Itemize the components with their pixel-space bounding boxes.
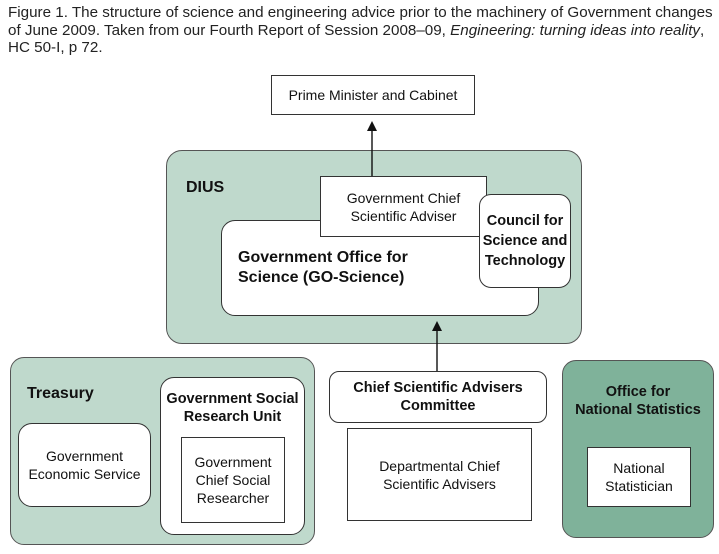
gsru-label: Government Social Research Unit <box>160 390 305 426</box>
dius-label: DIUS <box>186 179 225 196</box>
gcsr-line1: Government <box>194 454 272 470</box>
go-science-label: Government Office for Science (GO-Scienc… <box>238 248 468 288</box>
csac-line1: Chief Scientific Advisers <box>353 380 523 396</box>
gsru-line2: Research Unit <box>183 409 282 425</box>
caption-prefix: Figure 1. The structure of science and e… <box>8 4 713 39</box>
national-statistician-box: National Statistician <box>587 447 691 507</box>
caption-suffix: , HC 50-I, p 72. <box>8 21 705 57</box>
arrow-dius-to-pm <box>367 121 377 176</box>
cst-line2: Science and <box>482 233 568 249</box>
gsru-line1: Government Social <box>166 391 299 407</box>
go-science-line1: Government Office for <box>238 249 408 266</box>
dcsa-line1: Departmental Chief <box>379 457 500 474</box>
csa-committee-box: Chief Scientific Advisers Committee <box>329 371 547 423</box>
gcsr-line3: Researcher <box>196 490 270 506</box>
csac-line2: Committee <box>400 398 476 414</box>
gcsa-line2: Scientific Adviser <box>350 207 457 224</box>
ons-line2: National Statistics <box>575 402 701 418</box>
cst-line3: Technology <box>484 253 566 269</box>
prime-minister-box: Prime Minister and Cabinet <box>271 75 475 115</box>
council-science-technology-box: Council for Science and Technology <box>479 194 571 288</box>
ons-label: Office for National Statistics <box>562 383 714 419</box>
go-science-line2: Science (GO-Science) <box>238 269 405 286</box>
gcsa-line1: Government Chief <box>346 189 461 206</box>
dcsa-line2: Scientific Advisers <box>383 475 496 492</box>
ges-line2: Economic Service <box>28 466 141 482</box>
ges-line1: Government <box>45 448 124 464</box>
gcsr-line2: Chief Social <box>195 472 271 488</box>
chief-social-researcher-box: Government Chief Social Researcher <box>181 437 285 523</box>
economic-service-box: Government Economic Service <box>18 423 151 507</box>
treasury-label: Treasury <box>27 385 94 402</box>
chief-scientific-adviser-box: Government Chief Scientific Adviser <box>320 176 487 237</box>
figure-caption: Figure 1. The structure of science and e… <box>8 4 713 57</box>
cst-line1: Council for <box>486 213 564 229</box>
ons-line1: Office for <box>605 384 671 400</box>
arrow-csac-to-dius <box>432 321 442 371</box>
departmental-csa-box: Departmental Chief Scientific Advisers <box>347 428 532 521</box>
ns-line2: Statistician <box>605 478 673 494</box>
caption-italic: Engineering: turning ideas into reality <box>450 21 701 39</box>
ns-line1: National <box>613 460 665 476</box>
prime-minister-label: Prime Minister and Cabinet <box>288 87 458 103</box>
